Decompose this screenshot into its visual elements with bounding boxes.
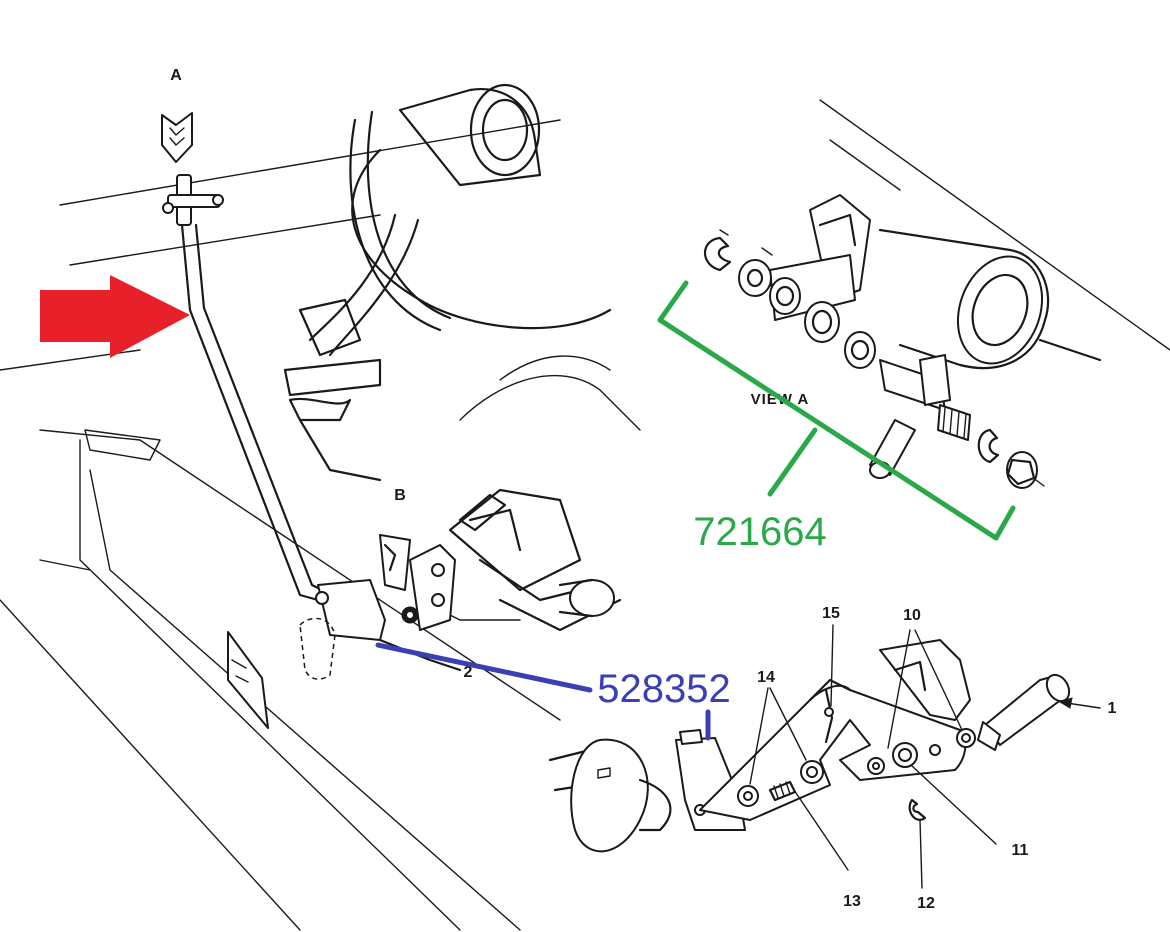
callout-14: 14 [757, 669, 775, 686]
view-a-direction-arrow [161, 112, 193, 163]
column-bracket-b [299, 493, 507, 680]
view-marker-b: B [394, 487, 406, 504]
linkage-exploded-detail [548, 639, 1071, 853]
shift-rod [162, 174, 324, 602]
callout-1: 1 [1108, 700, 1117, 717]
steering-column [283, 83, 612, 482]
transmission-housing [419, 355, 641, 632]
callout-leaders [749, 624, 1101, 889]
view-marker-a: A [170, 67, 182, 84]
callout-13: 13 [843, 893, 861, 910]
callout-12: 12 [917, 895, 935, 912]
blue-leader-annotation [375, 642, 711, 741]
view-a-detail [704, 194, 1102, 489]
callout-10: 10 [903, 607, 921, 624]
part-number-721664: 721664 [693, 510, 826, 554]
callout-11: 11 [1012, 842, 1029, 859]
part-number-528352: 528352 [597, 667, 730, 711]
red-arrow-annotation [40, 275, 190, 358]
callout-15: 15 [822, 605, 840, 622]
callout-2: 2 [464, 664, 473, 681]
green-bracket-annotation [657, 280, 1016, 541]
panel-plate [227, 631, 269, 729]
